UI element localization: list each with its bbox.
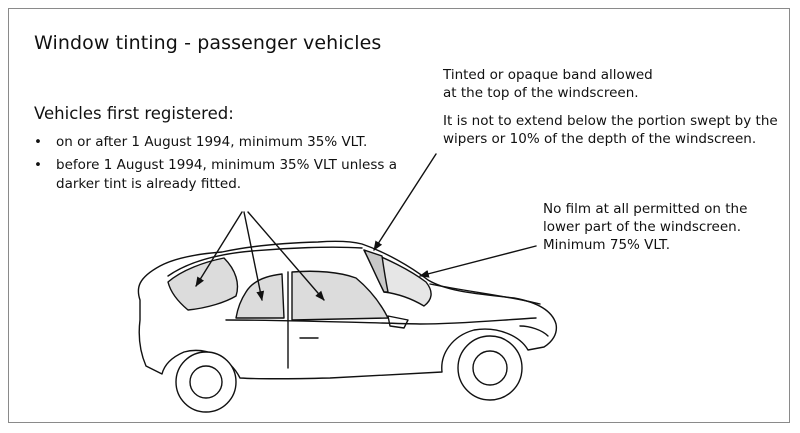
bonnet-line: [429, 283, 541, 305]
rules-list: on or after 1 August 1994, minimum 35% V…: [34, 133, 414, 198]
rule-item-before-1994: before 1 August 1994, minimum 35% VLT un…: [34, 156, 414, 194]
band-note: Tinted or opaque band allowed at the top…: [443, 66, 788, 158]
band-note-line-2: at the top of the windscreen.: [443, 85, 639, 101]
headlight: [519, 325, 549, 337]
band-note-detail: It is not to extend below the portion sw…: [443, 113, 778, 147]
front-side-window: [291, 270, 389, 321]
windscreen-note: No film at all permitted on the lower pa…: [543, 200, 768, 254]
windscreen-band: [363, 249, 389, 293]
band-note-title: Tinted or opaque band allowed at the top…: [443, 66, 788, 102]
windscreen-note-vlt: Minimum 75% VLT.: [543, 237, 670, 253]
band-note-line-1: Tinted or opaque band allowed: [443, 67, 653, 83]
arrow-to-rear-window: [195, 211, 243, 287]
rules-heading: Vehicles first registered:: [34, 104, 234, 123]
arrow-to-windscreen-band: [373, 153, 437, 251]
beltline: [225, 317, 537, 325]
rule-item-after-1994: on or after 1 August 1994, minimum 35% V…: [34, 133, 414, 152]
front-wheel: [457, 335, 523, 401]
windscreen-note-text: No film at all permitted on the lower pa…: [543, 201, 748, 235]
arrow-to-front-side-window: [247, 211, 325, 301]
diagram-title: Window tinting - passenger vehicles: [34, 32, 382, 54]
rear-wheel: [175, 351, 237, 413]
arrow-to-rear-side-window: [243, 211, 265, 301]
arrow-to-lower-windscreen: [419, 245, 537, 278]
